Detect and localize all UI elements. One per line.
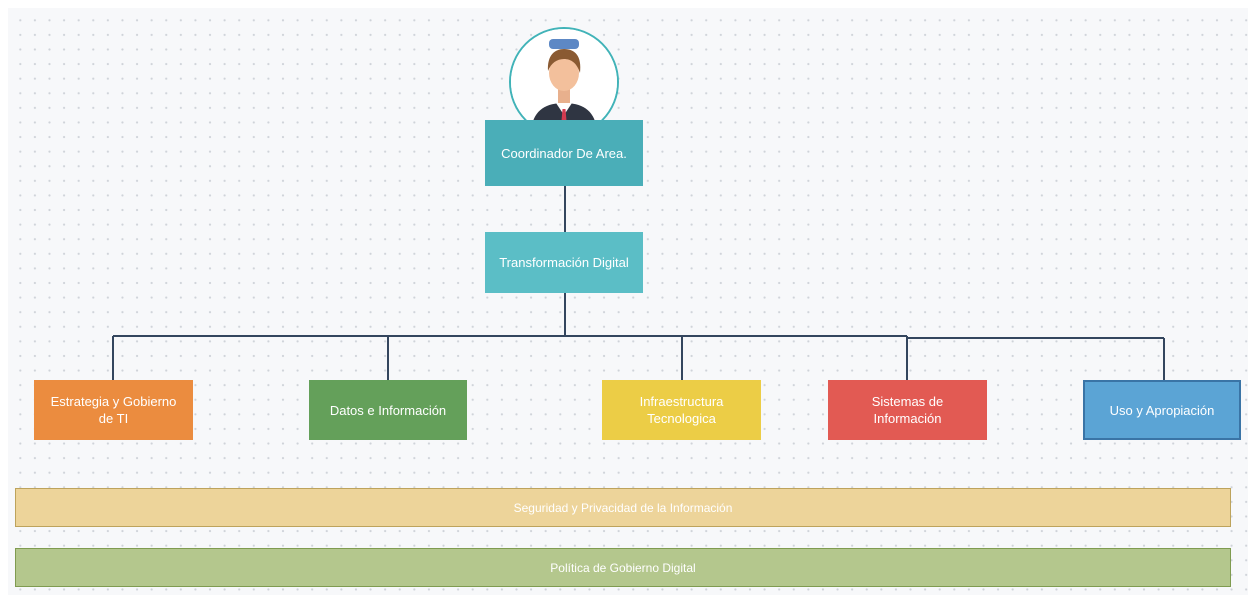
person-icon	[511, 29, 617, 135]
transformation-node-label: Transformación Digital	[499, 255, 629, 270]
band-label: Política de Gobierno Digital	[550, 560, 696, 575]
area-node-label: Estrategia y Gobierno de TI	[50, 394, 177, 426]
band-label: Seguridad y Privacidad de la Información	[513, 500, 733, 515]
band-security-privacy[interactable]: Seguridad y Privacidad de la Información	[15, 488, 1231, 527]
area-node-usage[interactable]: Uso y Apropiación	[1083, 380, 1241, 440]
band-digital-government-policy[interactable]: Política de Gobierno Digital	[15, 548, 1231, 587]
area-node-data[interactable]: Datos e Información	[309, 380, 467, 440]
person-avatar-icon	[509, 27, 619, 137]
area-node-infrastructure[interactable]: Infraestructura Tecnologica	[602, 380, 761, 440]
area-node-strategy[interactable]: Estrategia y Gobierno de TI	[34, 380, 193, 440]
area-node-label: Uso y Apropiación	[1109, 402, 1215, 418]
root-node[interactable]: Coordinador De Area.	[485, 120, 643, 186]
root-node-label: Coordinador De Area.	[501, 145, 627, 161]
area-node-label: Datos e Información	[329, 402, 447, 418]
transformation-node[interactable]: Transformación Digital	[485, 232, 643, 293]
area-node-systems[interactable]: Sistemas de Información	[828, 380, 987, 440]
area-node-label: Sistemas de Información	[871, 394, 944, 426]
area-node-label: Infraestructura Tecnologica	[639, 394, 724, 426]
